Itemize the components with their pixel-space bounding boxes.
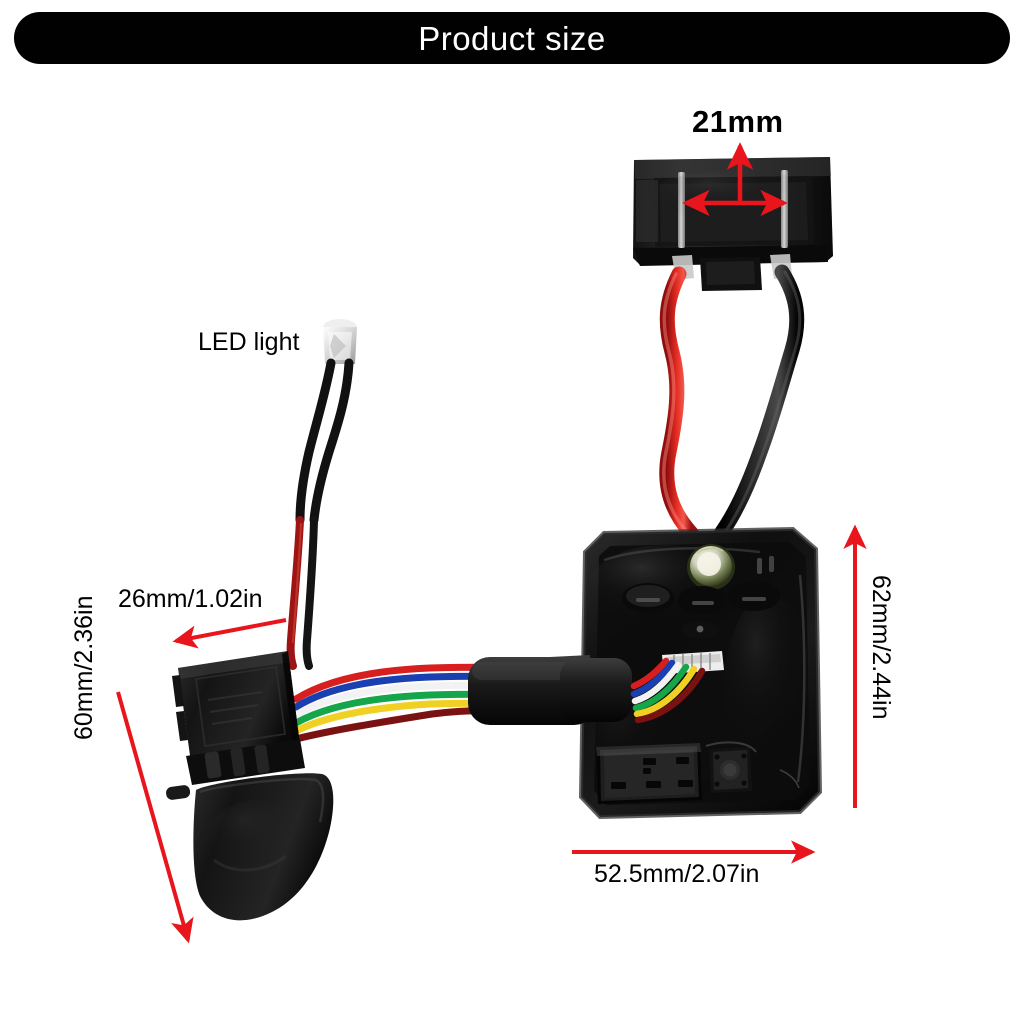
dimension-label-52-5mm: 52.5mm/2.07in — [594, 860, 760, 888]
push-button — [705, 741, 757, 793]
arrow-60mm — [116, 691, 194, 944]
page-title: Product size — [418, 19, 606, 57]
ribbon-header — [662, 651, 724, 674]
dimension-label-60mm: 60mm/2.36in — [70, 595, 98, 740]
dimension-label-21mm: 21mm — [692, 104, 784, 139]
dimension-arrows — [116, 142, 867, 944]
dimension-label-26mm: 26mm/1.02in — [118, 585, 263, 613]
led-module — [286, 319, 357, 670]
page-title-banner: Product size — [14, 12, 1010, 64]
power-wires — [659, 264, 805, 541]
battery-connector — [596, 743, 702, 804]
callout-label-led-light: LED light — [198, 328, 300, 356]
controller-board — [578, 526, 823, 820]
battery-terminal-block — [633, 157, 833, 291]
dimension-label-62mm: 62mm/2.44in — [867, 575, 895, 720]
ribbon-cable — [292, 655, 706, 743]
trigger-switch — [166, 651, 334, 921]
arrow-26mm — [172, 618, 287, 649]
component-blobs — [622, 556, 780, 639]
capacitor — [687, 544, 735, 590]
